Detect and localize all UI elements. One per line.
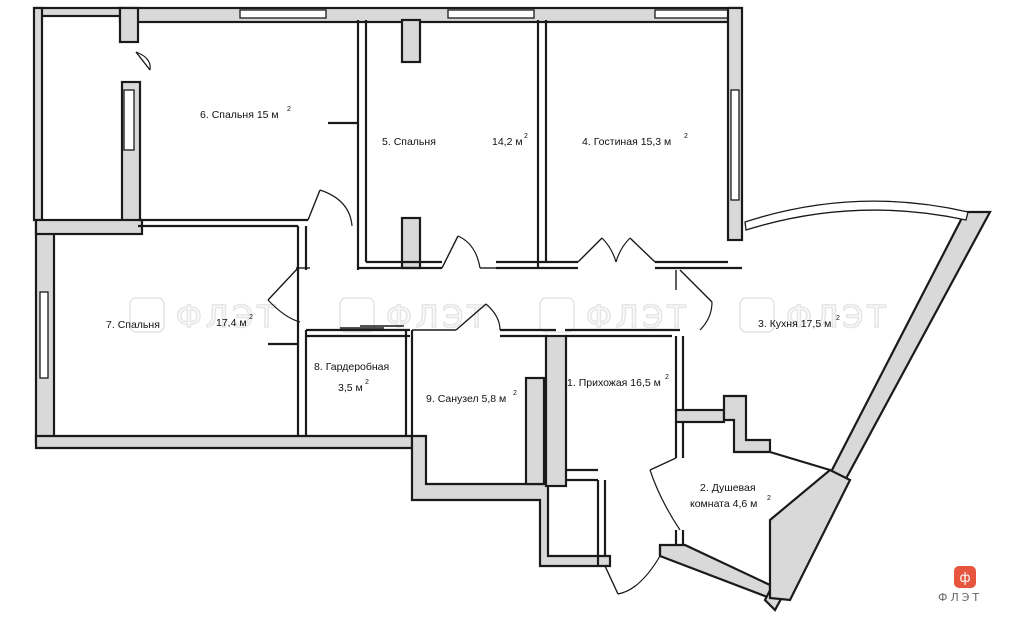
room-area-sup-9: 2 (513, 390, 517, 397)
room-area-sup-7: 2 (249, 314, 253, 321)
door (441, 235, 459, 269)
door-swing (601, 237, 617, 263)
door-swing (457, 235, 481, 269)
wall-segment (34, 6, 124, 18)
door (455, 303, 487, 331)
door (135, 51, 151, 71)
wall-segment (34, 218, 144, 236)
window (239, 9, 327, 19)
room-label-4: 4. Гостиная 15,3 м (582, 136, 671, 148)
door-swing (617, 555, 661, 595)
window (39, 291, 49, 379)
brand-logo-icon (954, 566, 976, 588)
room-area-2: комната 4,6 м (690, 498, 757, 510)
room-area-sup-3: 2 (836, 315, 840, 322)
room-area-sup-5: 2 (524, 133, 528, 140)
wall-segment (544, 334, 568, 488)
wall-segment (400, 216, 422, 270)
door (649, 457, 677, 471)
door (604, 565, 619, 595)
wall-segment (118, 6, 742, 24)
door-swing (615, 237, 631, 263)
window (447, 9, 535, 19)
room-area-7: 17,4 м (216, 317, 247, 329)
window (123, 89, 135, 151)
room-area-sup-4: 2 (684, 133, 688, 140)
door-swing (699, 301, 713, 331)
room-label-9: 9. Санузел 5,8 м (426, 393, 506, 405)
room-label-1: 1. Прихожая 16,5 м (567, 377, 661, 389)
outer-walls (32, 6, 992, 612)
door-swing (485, 303, 501, 331)
brand-logo: ф (954, 566, 976, 588)
watermark-text-left: ФЛЭТ (176, 300, 280, 335)
wall-segment (32, 6, 44, 222)
room-area-sup-2: 2 (767, 495, 771, 502)
wall-segment (118, 6, 140, 44)
room-area-sup-8: 2 (365, 379, 369, 386)
room-label-6: 6. Спальня 15 м (200, 109, 279, 121)
interior-walls (138, 18, 831, 566)
room-area-sup-6: 2 (287, 106, 291, 113)
room-area-5: 14,2 м (492, 136, 523, 148)
wall-segment (410, 434, 612, 568)
wall-segment (34, 434, 414, 450)
doors (135, 51, 713, 595)
window (730, 89, 740, 201)
door-swing (135, 51, 151, 71)
watermark-right: ФЛЭТ (739, 297, 890, 336)
watermark-left: ФЛЭТ (129, 297, 280, 336)
wall-segment (400, 18, 422, 64)
door-swing (267, 299, 301, 323)
room-label-2: 2. Душевая (700, 482, 756, 494)
kitchen-curved-window (744, 200, 969, 231)
door-swing (649, 469, 681, 531)
watermark-text-right: ФЛЭТ (786, 300, 890, 335)
room-label-5: 5. Спальня (382, 136, 436, 148)
room-area-sup-1: 2 (665, 374, 669, 381)
door (577, 237, 603, 263)
door (629, 237, 656, 263)
window (654, 9, 736, 19)
wall-segment (658, 543, 772, 600)
room-label-7: 7. Спальня (106, 319, 160, 331)
room-label-8: 8. Гардеробная (314, 361, 389, 373)
wall-segment (674, 408, 726, 424)
room-area-8: 3,5 м (338, 382, 363, 394)
door (679, 269, 713, 303)
wall-segment (524, 376, 546, 486)
wall-segment (768, 468, 852, 602)
door-swing (319, 189, 353, 227)
door (307, 189, 321, 221)
room-label-3: 3. Кухня 17,5 м (758, 318, 831, 330)
door (267, 267, 299, 301)
brand-logo-letter: ф (959, 571, 970, 586)
wall-segment (722, 394, 772, 454)
room-labels: 6. Спальня 15 м 2 5. Спальня 14,2 м 2 4.… (106, 106, 840, 510)
brand-name: ФЛЭТ (938, 591, 982, 604)
